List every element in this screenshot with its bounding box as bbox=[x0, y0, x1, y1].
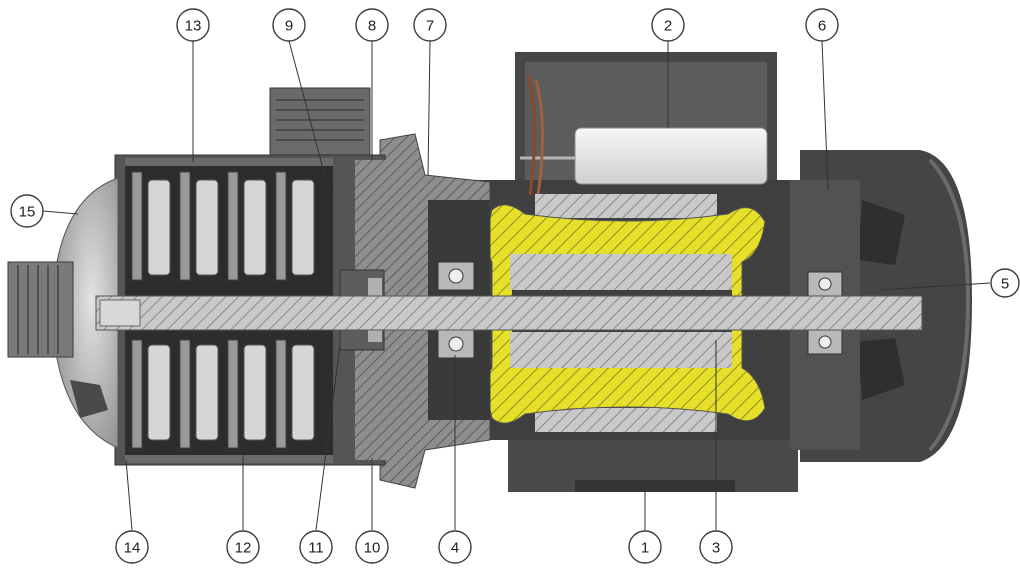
discharge-outlet bbox=[269, 87, 371, 159]
svg-text:9: 9 bbox=[285, 18, 293, 35]
shaft bbox=[95, 295, 923, 331]
callout-15: 15 bbox=[10, 194, 44, 228]
capacitor bbox=[520, 74, 768, 196]
leader-lines bbox=[42, 40, 991, 531]
callout-2: 2 bbox=[651, 8, 685, 42]
callout-4: 4 bbox=[438, 530, 472, 564]
callout-12: 12 bbox=[226, 530, 260, 564]
callout-5: 5 bbox=[990, 268, 1020, 298]
svg-text:5: 5 bbox=[1001, 276, 1009, 293]
svg-text:7: 7 bbox=[426, 18, 434, 35]
svg-text:14: 14 bbox=[124, 540, 141, 557]
callout-3: 3 bbox=[699, 530, 733, 564]
svg-text:12: 12 bbox=[235, 540, 252, 557]
callout-14: 14 bbox=[115, 530, 149, 564]
svg-text:11: 11 bbox=[308, 540, 324, 557]
svg-text:1: 1 bbox=[641, 540, 649, 557]
svg-text:13: 13 bbox=[185, 18, 202, 35]
callout-13: 13 bbox=[176, 8, 210, 42]
callout-7: 7 bbox=[413, 8, 447, 42]
svg-text:3: 3 bbox=[712, 540, 720, 557]
svg-text:8: 8 bbox=[368, 18, 376, 35]
callout-1: 1 bbox=[628, 530, 662, 564]
svg-text:4: 4 bbox=[451, 540, 459, 557]
svg-text:2: 2 bbox=[664, 18, 672, 35]
svg-text:15: 15 bbox=[19, 204, 36, 221]
svg-text:10: 10 bbox=[364, 540, 381, 557]
callout-8: 8 bbox=[355, 8, 389, 42]
callout-9: 9 bbox=[272, 8, 306, 42]
svg-text:6: 6 bbox=[818, 18, 826, 35]
suction-inlet bbox=[7, 261, 74, 358]
callout-10: 10 bbox=[355, 530, 389, 564]
callout-6: 6 bbox=[805, 8, 839, 42]
callout-11: 11 bbox=[299, 530, 333, 564]
